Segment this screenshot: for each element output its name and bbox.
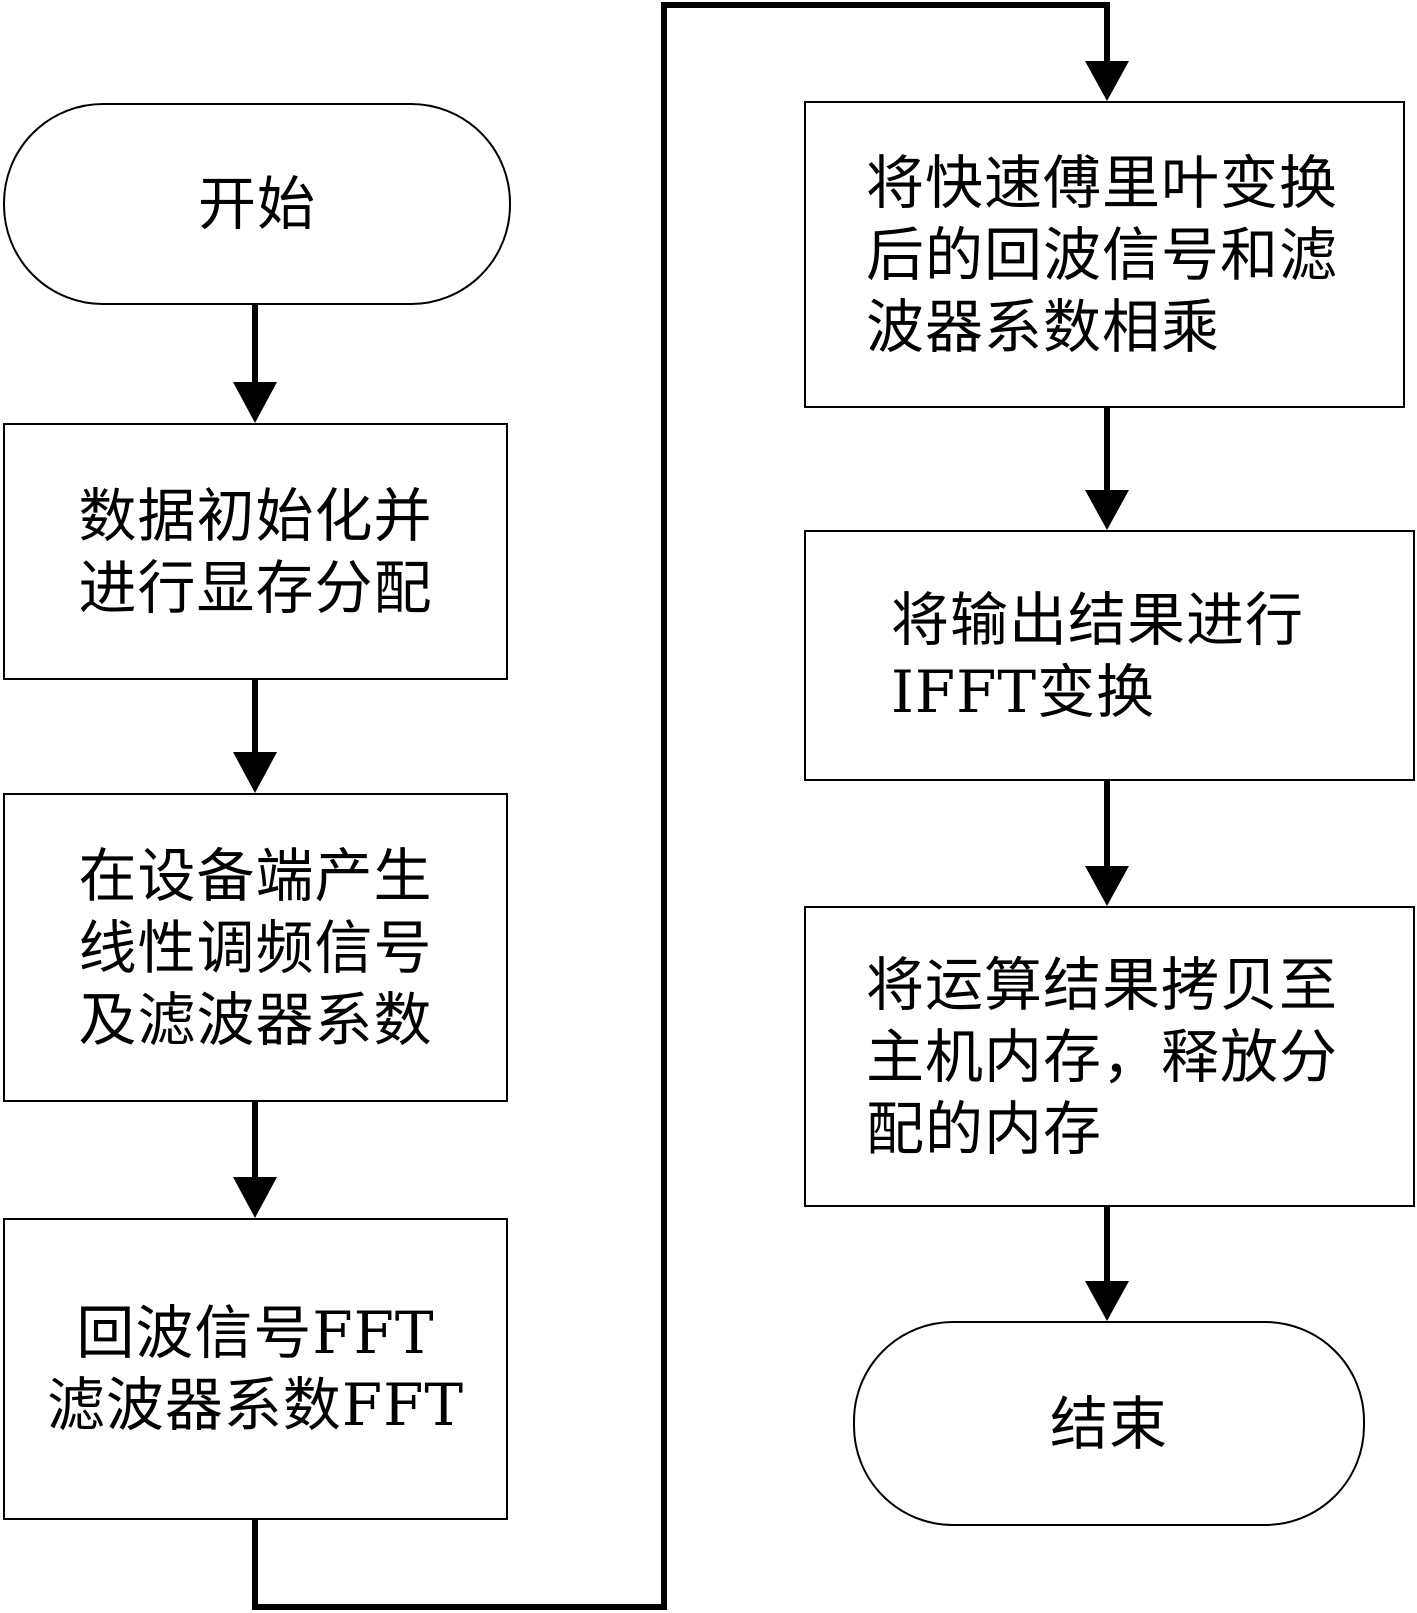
generate-label-line-2: 线性调频信号 bbox=[78, 913, 433, 982]
end-label: 结束 bbox=[1049, 1389, 1168, 1458]
start-terminal: 开始 bbox=[3, 103, 511, 305]
copy-label-line-3: 配的内存 bbox=[866, 1094, 1103, 1163]
end-terminal: 结束 bbox=[853, 1321, 1365, 1526]
ifft-step: 将输出结果进行 IFFT变换 bbox=[804, 530, 1415, 781]
init-step: 数据初始化并 进行显存分配 bbox=[3, 423, 508, 680]
ifft-label-line-1: 将输出结果进行 bbox=[891, 585, 1305, 654]
copy-label-line-1: 将运算结果拷贝至 bbox=[866, 950, 1339, 1019]
generate-label-line-3: 及滤波器系数 bbox=[78, 985, 433, 1054]
start-label: 开始 bbox=[197, 170, 316, 238]
arrowhead-multiply bbox=[1085, 61, 1129, 101]
arrowhead-end bbox=[1085, 1281, 1129, 1321]
arrowhead-generate bbox=[233, 752, 277, 793]
multiply-step: 将快速傅里叶变换 后的回波信号和滤 波器系数相乘 bbox=[804, 101, 1405, 408]
multiply-label-line-2: 后的回波信号和滤 bbox=[866, 220, 1339, 289]
copy-label-line-2: 主机内存，释放分 bbox=[866, 1022, 1339, 1091]
generate-step: 在设备端产生 线性调频信号 及滤波器系数 bbox=[3, 793, 508, 1102]
arrowhead-copy bbox=[1085, 866, 1129, 906]
ifft-label-line-2: IFFT变换 bbox=[891, 657, 1156, 726]
fft-label-line-1: 回波信号FFT bbox=[76, 1299, 435, 1367]
multiply-label-line-1: 将快速傅里叶变换 bbox=[866, 148, 1339, 217]
arrowhead-init bbox=[233, 382, 277, 423]
multiply-label-line-3: 波器系数相乘 bbox=[866, 292, 1221, 361]
fft-step: 回波信号FFT 滤波器系数FFT bbox=[3, 1218, 508, 1520]
copy-step: 将运算结果拷贝至 主机内存，释放分 配的内存 bbox=[804, 906, 1415, 1207]
arrowhead-ifft bbox=[1085, 490, 1129, 530]
init-label-line-2: 进行显存分配 bbox=[78, 553, 433, 622]
generate-label-line-1: 在设备端产生 bbox=[78, 841, 433, 910]
arrowhead-fft bbox=[233, 1177, 277, 1218]
arrow-fft-to-multiply bbox=[252, 2, 1110, 1610]
init-label-line-1: 数据初始化并 bbox=[78, 481, 433, 550]
fft-label-line-2: 滤波器系数FFT bbox=[46, 1371, 465, 1439]
